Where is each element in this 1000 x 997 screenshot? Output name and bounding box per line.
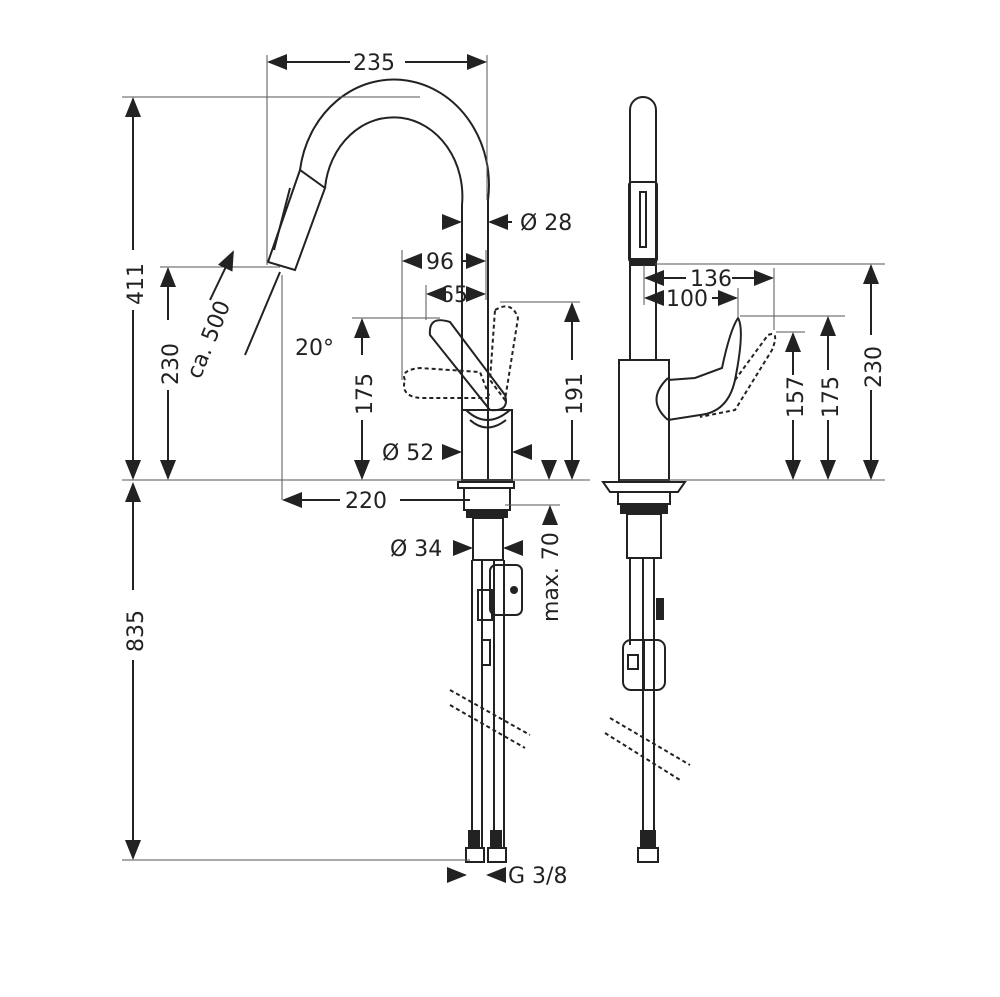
side-body — [601, 316, 777, 559]
front-view: 235 411 230 ca. 500 20° Ø 28 96 65 175 1… — [122, 51, 590, 889]
dim-spout-reach: 235 — [353, 51, 395, 76]
front-dimension-labels: 235 411 230 ca. 500 20° Ø 28 96 65 175 1… — [124, 51, 588, 889]
dim-max-counter: max. 70 — [539, 532, 564, 622]
dim-side-height-157: 157 — [784, 376, 809, 418]
dim-handle-height-175: 175 — [353, 373, 378, 415]
side-dimension-labels: 136 100 157 175 230 — [666, 267, 887, 418]
front-dimension-lines — [122, 54, 590, 883]
dim-side-reach-100: 100 — [666, 287, 708, 312]
dim-hose-pullout: ca. 500 — [182, 297, 236, 382]
side-spout — [628, 96, 658, 360]
dim-total-height: 411 — [124, 263, 149, 305]
dim-handle-reach-65: 65 — [440, 283, 468, 308]
dim-spout-diameter: Ø 28 — [520, 211, 572, 236]
supply-hoses — [449, 560, 531, 863]
dim-spout-projection: 220 — [345, 489, 387, 514]
dim-shank-diameter: Ø 34 — [390, 537, 442, 562]
dim-body-diameter: Ø 52 — [382, 441, 434, 466]
dim-spray-angle: 20° — [295, 336, 334, 361]
dim-side-reach-136: 136 — [690, 267, 732, 292]
dim-handle-reach-96: 96 — [426, 250, 454, 275]
dim-handle-max-height: 191 — [563, 373, 588, 415]
dim-outlet-height: 230 — [159, 343, 184, 385]
spout — [266, 78, 490, 480]
side-view: 136 100 157 175 230 — [601, 96, 887, 863]
dim-connection-thread: G 3/8 — [508, 864, 567, 889]
dim-side-height-175: 175 — [819, 376, 844, 418]
side-hoses — [604, 558, 691, 863]
dim-side-outlet-230: 230 — [862, 346, 887, 388]
side-dimension-lines — [620, 263, 885, 481]
dim-hose-length: 835 — [124, 610, 149, 652]
